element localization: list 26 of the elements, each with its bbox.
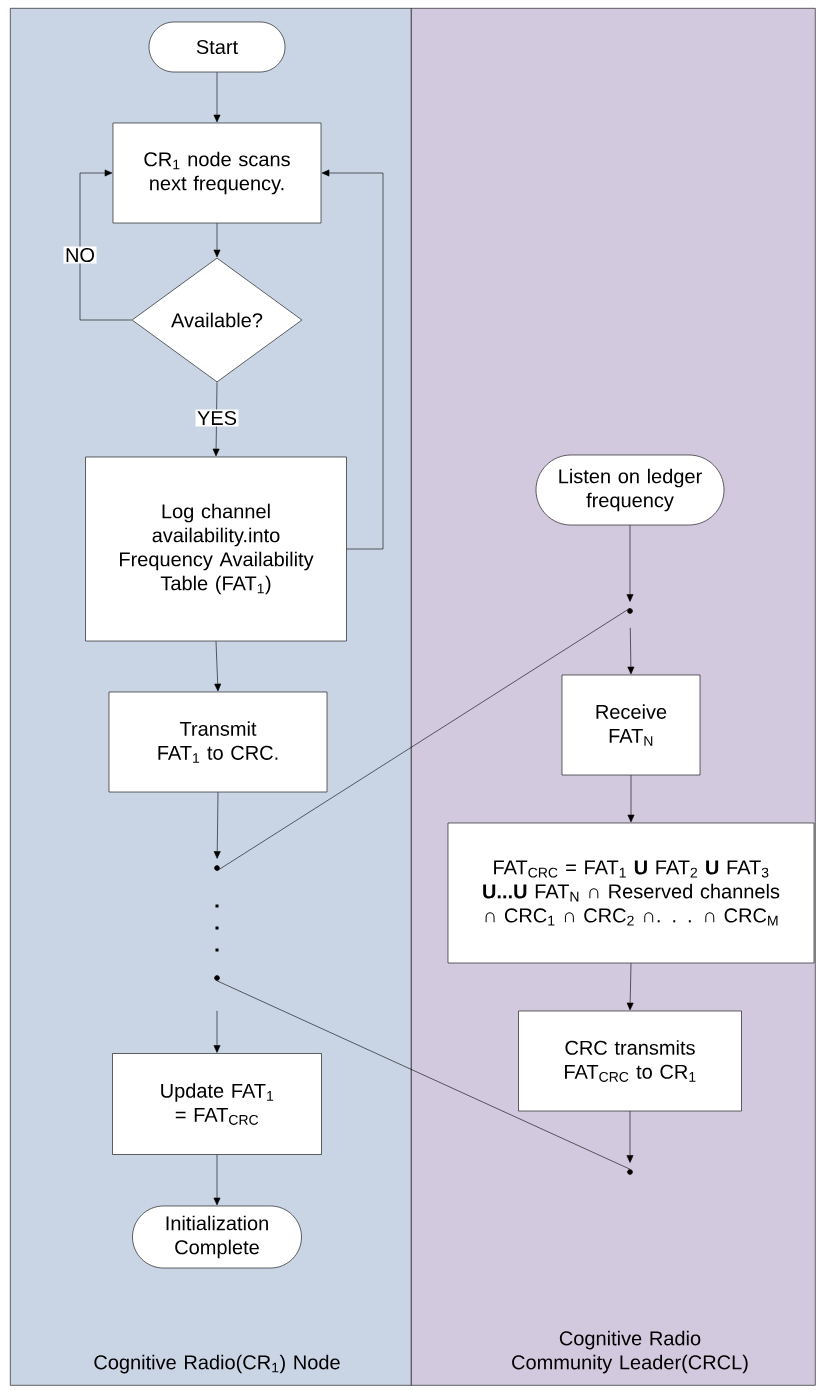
arrow [626, 525, 634, 602]
process-box: CR$_{1}$ node scans next frequency. [112, 122, 322, 224]
arrow [213, 1010, 221, 1053]
process-box: Receive FAT$_{N}$ [561, 674, 701, 776]
process-box: Log channel availability.into Frequency Availability Table (FAT$_{1}$) [85, 456, 347, 642]
arrow [213, 223, 221, 258]
process-box: Transmit FAT$_{1}$ to CRC. [108, 691, 328, 793]
process-box: CRC transmits FAT$_{CRC}$ to CR$_{1}$ [518, 1010, 742, 1112]
edge-label: YES [195, 409, 239, 427]
arrow [213, 72, 221, 123]
arrow [214, 641, 222, 692]
edge-label: NO [63, 246, 97, 264]
process-box: FAT$_{CRC}$ = FAT$_{1}$ U FAT$_{2}$ U FAT$_{3}$ U...U FAT$_{N}$ ∩ Reserved channels ∩ CRC$_{1}$ ∩ CRC$_{2}$ ∩. . . ∩ CRC$_{M}$ [447, 822, 815, 964]
arrow [321, 169, 384, 550]
arrow [212, 382, 220, 457]
terminator: Start [148, 21, 286, 73]
terminator: Listen on ledger frequency [535, 454, 725, 526]
terminator: Initialization Complete [132, 1205, 302, 1269]
arrow [626, 963, 634, 1011]
arrow [79, 169, 132, 321]
arrow [627, 775, 635, 823]
process-box: Update FAT$_{1}$ = FAT$_{CRC}$ [112, 1053, 322, 1155]
arrow [213, 1154, 221, 1206]
arrow [626, 1111, 634, 1163]
arrow [213, 792, 221, 859]
arrow [627, 627, 635, 675]
